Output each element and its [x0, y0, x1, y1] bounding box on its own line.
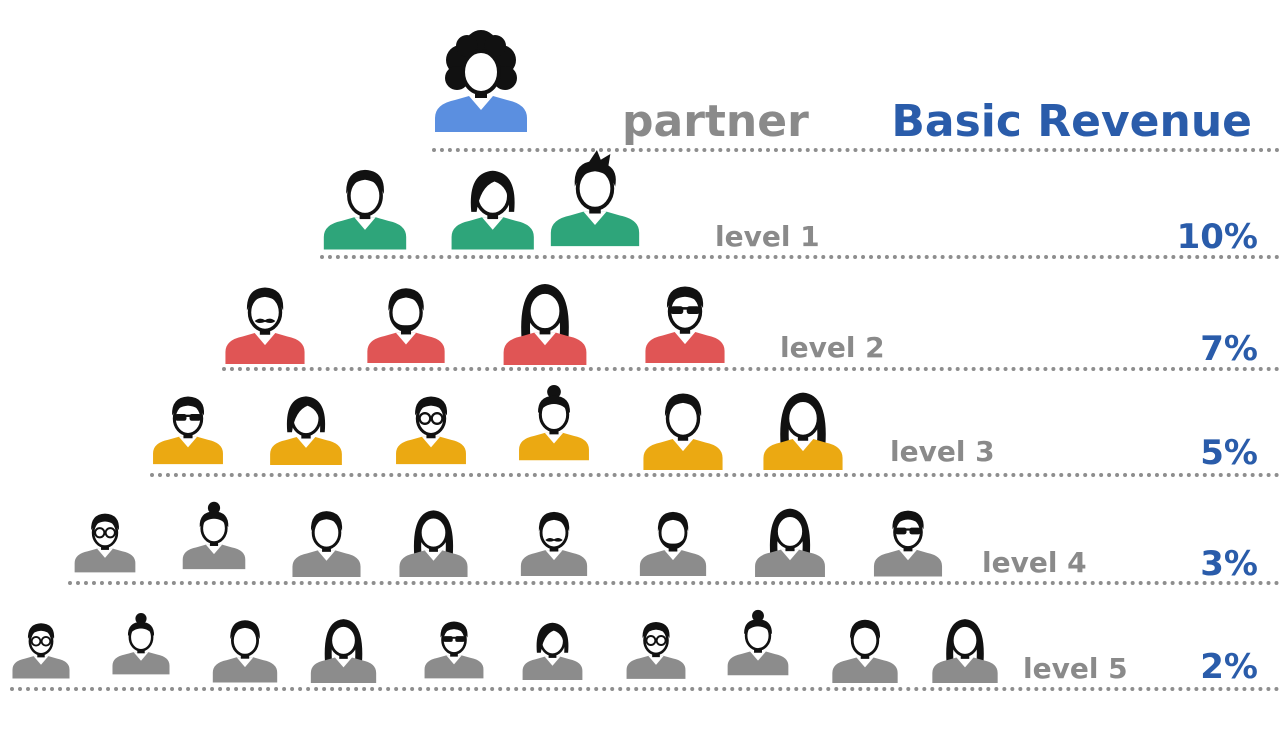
partner-label: partner — [622, 96, 809, 147]
level-3-revenue: 5% — [1200, 433, 1258, 473]
level-3-member-icon — [396, 396, 466, 465]
level-4-member-icon — [74, 513, 136, 573]
level-1-member-icon — [451, 170, 534, 250]
level-2-label: level 2 — [780, 331, 885, 364]
level-5-member-icon — [310, 619, 377, 683]
level-4-member-icon — [873, 510, 943, 577]
level-3-member-icon — [153, 396, 223, 465]
level-5-member-icon — [932, 619, 998, 683]
level-5-member-icon — [212, 620, 278, 683]
level-5-member-icon — [12, 623, 70, 679]
level-4-separator — [68, 581, 1280, 585]
level-5-member-icon — [522, 622, 583, 680]
level-5-member-icon — [424, 621, 484, 679]
level-3-member-icon — [519, 384, 589, 461]
level-2-member-icon — [225, 287, 305, 364]
level-3-member-icon — [643, 393, 723, 470]
level-5-revenue: 2% — [1200, 647, 1258, 687]
level-5-separator — [10, 687, 1280, 691]
level-4-member-icon — [399, 510, 468, 577]
level-4-member-icon — [520, 511, 588, 576]
level-4-member-icon — [755, 508, 825, 577]
level-4-member-icon — [292, 511, 361, 577]
level-2-separator — [222, 367, 1280, 371]
level-3-label: level 3 — [890, 435, 995, 468]
level-2-member-icon — [367, 288, 445, 363]
level-2-member-icon — [503, 284, 587, 365]
level-4-member-icon — [639, 511, 707, 576]
level-3-member-icon — [270, 396, 342, 466]
level-3-member-icon — [763, 392, 843, 470]
level-2-revenue: 7% — [1200, 329, 1258, 369]
level-1-label: level 1 — [715, 220, 820, 253]
level-1-member-icon — [323, 169, 407, 250]
revenue-title: Basic Revenue — [891, 96, 1252, 147]
partner-separator — [432, 148, 1280, 152]
level-3-separator — [150, 473, 1280, 477]
level-2-member-icon — [645, 286, 725, 363]
level-1-revenue: 10% — [1176, 217, 1258, 257]
level-4-label: level 4 — [982, 546, 1087, 579]
level-4-member-icon — [182, 501, 246, 570]
level-5-member-icon — [832, 619, 898, 683]
level-5-member-icon — [112, 613, 170, 675]
partner-avatar-icon — [435, 30, 527, 132]
level-4-revenue: 3% — [1200, 544, 1258, 584]
level-5-member-icon — [727, 609, 789, 676]
level-1-member-icon — [550, 150, 640, 247]
level-5-label: level 5 — [1023, 652, 1128, 685]
level-5-member-icon — [626, 621, 686, 679]
level-1-separator — [320, 255, 1280, 259]
